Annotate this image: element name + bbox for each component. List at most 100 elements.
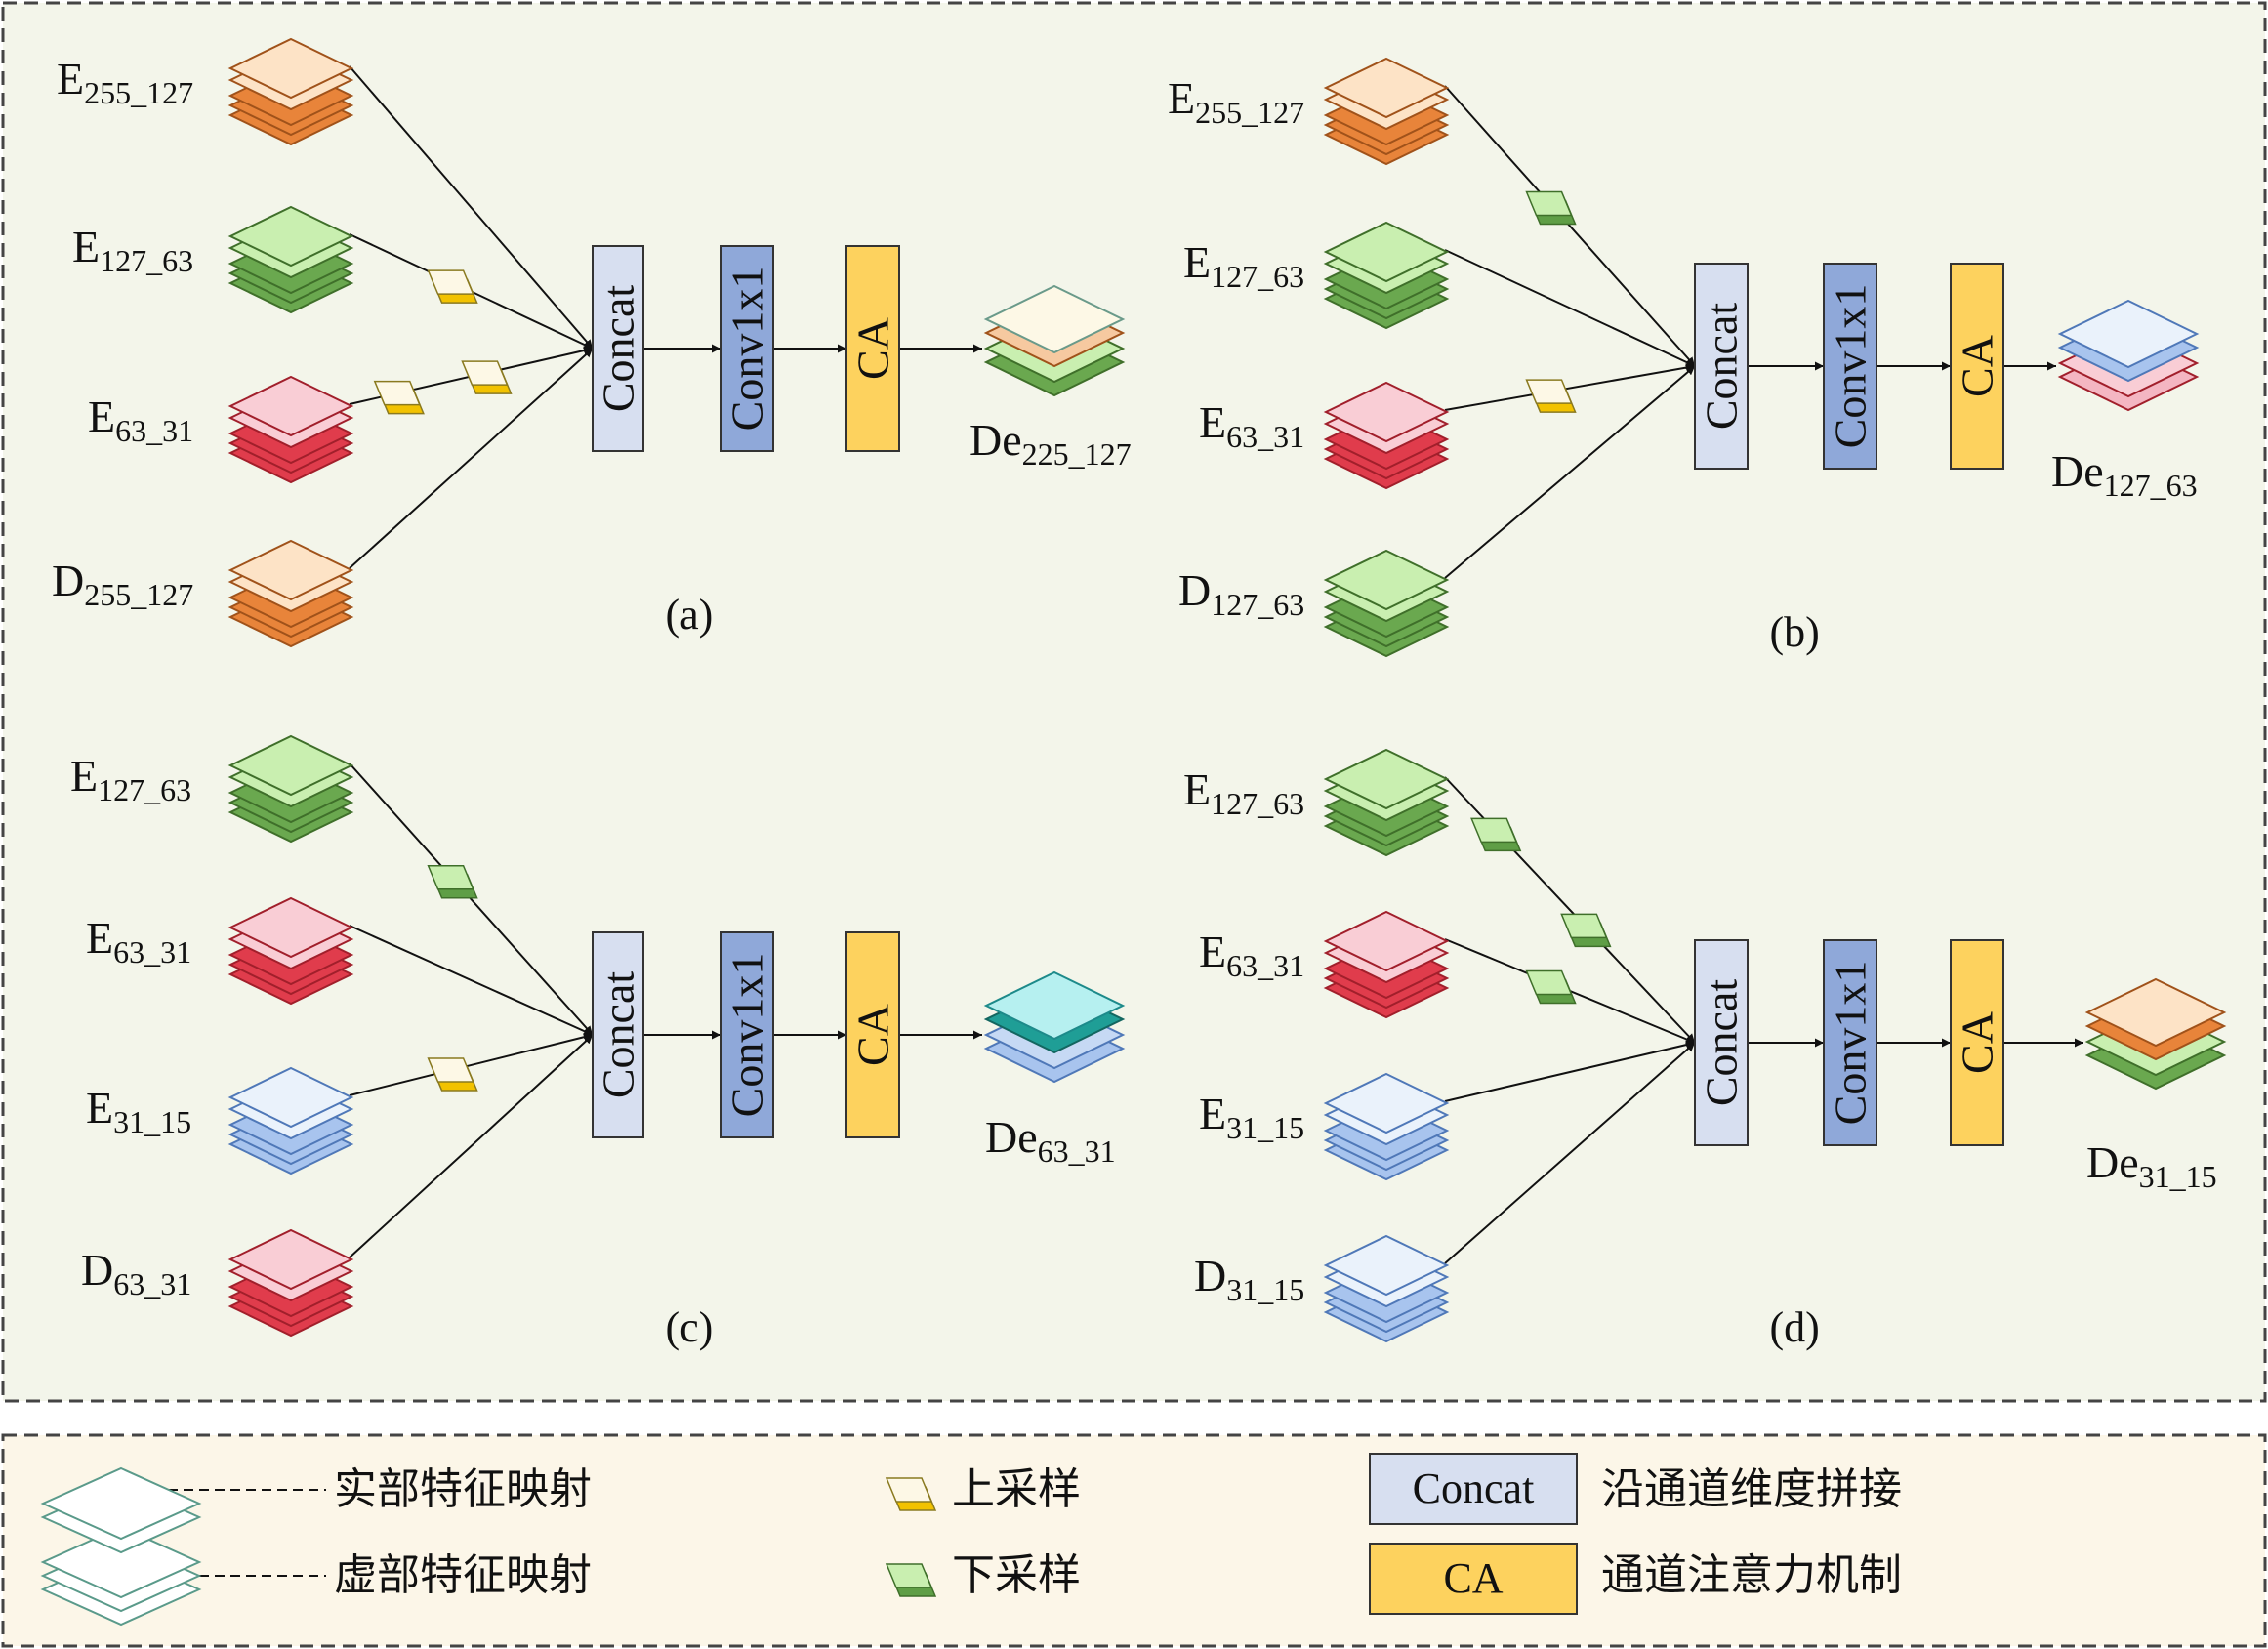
- legend-real-feature-label: 实部特征映射: [334, 1464, 592, 1514]
- panel-b-output-stack: [2057, 299, 2200, 412]
- panel-b-output-label-main: De: [2051, 446, 2104, 496]
- panel-a-concat-block: Concat: [592, 245, 644, 452]
- panel-d-input-0-stack: [1323, 748, 1450, 857]
- panel-c-input-1-label-main: E: [86, 913, 114, 963]
- panel-d-output-label-main: De: [2086, 1137, 2139, 1187]
- legend-concat-description: 沿通道维度拼接: [1601, 1464, 1902, 1514]
- panel-b-input-3-stack: [1323, 549, 1450, 658]
- panel-c-input-1-connector: [349, 925, 594, 1036]
- panel-c-input-3-label-main: D: [81, 1245, 114, 1295]
- panel-a-input-3-stack: [227, 539, 354, 648]
- panel-a-input-1-label-main: E: [72, 222, 101, 271]
- panel-b-caption: (b): [1769, 608, 1820, 656]
- panel-c-output-stack: [983, 970, 1126, 1084]
- panel-d-input-0-label-main: E: [1183, 764, 1212, 814]
- legend-upsample-label: 上采样: [952, 1464, 1081, 1514]
- panel-a-concat-block-label: Concat: [594, 285, 643, 413]
- panel-a-input-3-label-main: D: [52, 556, 85, 605]
- panel-c-input-0-label-main: E: [70, 751, 99, 801]
- panel-b-ca-block-label: CA: [1953, 335, 2002, 397]
- panel-d-input-2-label-subscript: 31_15: [1226, 1110, 1305, 1145]
- panel-a-input-3-label: D255_127: [52, 556, 193, 611]
- panel-b-input-3-label-main: D: [1178, 565, 1212, 615]
- panel-c-input-0-stack: [227, 734, 354, 844]
- panel-d-output-label-subscript: 31_15: [2138, 1159, 2217, 1194]
- panel-a-output-stack: [983, 284, 1126, 397]
- panel-a-input-2-stack: [227, 375, 354, 484]
- panel-d-input-1-label-main: E: [1199, 927, 1227, 976]
- panel-d-concat-block-label: Concat: [1697, 979, 1747, 1107]
- panel-a-output-label-main: De: [969, 415, 1022, 465]
- legend-upsample-icon: [885, 1477, 937, 1511]
- legend-downsample-icon: [885, 1563, 937, 1597]
- panel-b-output-label: De127_63: [2051, 446, 2198, 503]
- panel-c-input-2-label-main: E: [86, 1083, 114, 1133]
- panel-b-input-3-label: D127_63: [1178, 565, 1305, 622]
- panel-a-input-3-connector: [349, 348, 594, 569]
- panel-d-input-1-downsample-icon-0: [1525, 969, 1577, 1005]
- panel-b-input-1-label-main: E: [1183, 237, 1212, 287]
- panel-a-input-2-upsample-icon-0: [373, 380, 425, 415]
- panel-d-input-3-stack: [1323, 1234, 1450, 1343]
- panel-c-input-2-label: E31_15: [86, 1083, 192, 1139]
- panel-a-input-0-label-main: E: [57, 54, 85, 103]
- panel-d-output-label: De31_15: [2086, 1137, 2217, 1194]
- panel-c-concat-block-label: Concat: [594, 971, 643, 1099]
- panel-c-ca-block: CA: [845, 931, 900, 1138]
- panel-b-conv1x1-block: Conv1x1: [1823, 263, 1877, 470]
- panel-c-input-1-label-subscript: 63_31: [113, 934, 192, 969]
- panel-b-input-2-stack: [1323, 381, 1450, 490]
- panel-a-ca-block: CA: [845, 245, 900, 452]
- panel-a-input-2-label-main: E: [88, 392, 116, 441]
- legend-downsample-label: 下采样: [952, 1550, 1081, 1600]
- panel-d-input-3-label-main: D: [1194, 1251, 1227, 1300]
- legend-imag-feature-label: 虚部特征映射: [334, 1550, 592, 1600]
- panel-c-input-0-connector: [349, 763, 594, 1036]
- panel-c-output-label-main: De: [985, 1112, 1038, 1162]
- panel-b-input-0-label-subscript: 255_127: [1195, 95, 1305, 130]
- panel-c-output-label-subscript: 63_31: [1037, 1134, 1116, 1169]
- panel-b-ca-block: CA: [1950, 263, 2004, 470]
- panel-d-input-2-label-main: E: [1199, 1089, 1227, 1138]
- panel-d-concat-block: Concat: [1694, 939, 1749, 1146]
- panel-d-input-1-label: E63_31: [1199, 927, 1304, 982]
- panel-a-caption: (a): [665, 591, 714, 639]
- panel-a-input-1-upsample-icon-0: [427, 269, 478, 304]
- panel-b-input-3-label-subscript: 127_63: [1211, 587, 1305, 622]
- panel-b-input-3-connector: [1444, 365, 1696, 579]
- panel-d-output-stack: [2084, 977, 2227, 1091]
- panel-b-input-2-label-main: E: [1199, 397, 1227, 447]
- legend-concat-box: Concat: [1369, 1453, 1578, 1525]
- panel-c-conv1x1-block: Conv1x1: [720, 931, 774, 1138]
- panel-a-input-0-stack: [227, 37, 354, 146]
- panel-c-input-2-connector: [349, 1032, 594, 1096]
- panel-d-input-0-downsample-icon-1: [1560, 913, 1612, 948]
- panel-c-caption: (c): [665, 1303, 714, 1351]
- panels-frame: [1, 1, 2267, 1403]
- panel-c-output-label: De63_31: [985, 1112, 1116, 1169]
- panel-c-input-1-label: E63_31: [86, 913, 192, 969]
- panel-a-ca-block-label: CA: [848, 317, 898, 380]
- panel-a-input-1-label-subscript: 127_63: [100, 243, 194, 278]
- panel-d-input-0-downsample-icon-0: [1470, 817, 1522, 852]
- panel-a-input-0-label-subscript: 255_127: [84, 75, 194, 110]
- panel-d-input-1-stack: [1323, 910, 1450, 1019]
- panel-a-output-label-subscript: 225_127: [1021, 436, 1132, 472]
- panel-d-input-3-label: D31_15: [1194, 1251, 1305, 1307]
- panel-a-conv1x1-block: Conv1x1: [720, 245, 774, 452]
- panel-b-input-0-label-main: E: [1168, 73, 1196, 123]
- panel-c-input-2-upsample-icon-0: [427, 1057, 478, 1092]
- panel-d-ca-block-label: CA: [1953, 1011, 2002, 1074]
- panel-c-input-2-label-subscript: 31_15: [113, 1104, 192, 1139]
- panel-b-input-0-label: E255_127: [1168, 73, 1305, 130]
- panel-d-input-3-connector: [1444, 1042, 1696, 1264]
- panel-a-conv1x1-block-label: Conv1x1: [722, 267, 772, 432]
- panel-d-input-0-label: E127_63: [1183, 764, 1304, 820]
- panel-d-conv1x1-block: Conv1x1: [1823, 939, 1877, 1146]
- panel-d-input-3-label-subscript: 31_15: [1226, 1272, 1305, 1307]
- panel-b-input-1-connector: [1444, 249, 1696, 367]
- panel-b-output-label-subscript: 127_63: [2103, 468, 2198, 503]
- panel-c-concat-block: Concat: [592, 931, 644, 1138]
- panel-c-input-0-label: E127_63: [70, 751, 191, 806]
